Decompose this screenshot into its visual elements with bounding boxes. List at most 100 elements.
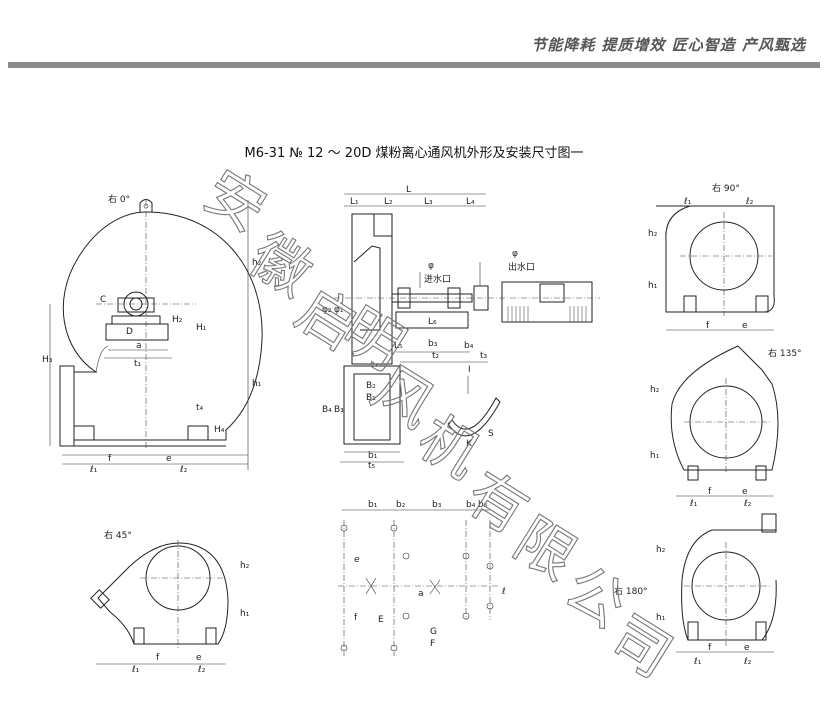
bearing-2 <box>447 287 461 309</box>
dim-f: f <box>108 454 112 464</box>
inlet-label: 进水口 <box>424 273 451 285</box>
f-45: f <box>156 653 160 663</box>
bearing-support <box>395 311 469 329</box>
bearing-base <box>111 315 161 325</box>
fan-foot-right <box>187 425 209 441</box>
h1-90: h₁ <box>648 281 658 291</box>
outlet-180 <box>761 513 777 533</box>
l2-180: ℓ₂ <box>743 657 752 667</box>
view-right-90: 右 90° h₂ h₁ f e ℓ₁ ℓ₂ <box>648 182 775 331</box>
h2-45: h₂ <box>240 561 250 571</box>
dim-b3: b₃ <box>428 339 438 349</box>
dim-h1: h₁ <box>252 379 262 389</box>
dim-B1: B₁ <box>366 393 376 403</box>
view-detail: I K S <box>447 365 501 449</box>
casing-135 <box>670 345 779 471</box>
dim-L2: L₂ <box>384 197 393 207</box>
view-plan: b₁ b₂ b₃ b₄ b₅ e a f ℓ E G F <box>338 500 506 656</box>
watermark-char-0: 安 <box>193 157 278 245</box>
dim-C: C <box>100 295 106 305</box>
l2-45: ℓ₂ <box>197 665 206 675</box>
side-outlet-duct <box>343 365 401 445</box>
bearing-cap <box>117 297 155 313</box>
view-right-45: 右 45° h₂ h₁ f e ℓ₁ ℓ₂ <box>90 529 250 675</box>
plan-G: G <box>430 627 437 637</box>
plan-cross-2b <box>429 579 441 595</box>
dim-L3: L₃ <box>424 197 433 207</box>
dim-L5: L₅ <box>394 341 403 351</box>
detail-K: K <box>466 439 473 449</box>
plan-cross-1b <box>365 577 377 595</box>
detail-blade <box>447 397 501 437</box>
plan-a: a <box>418 589 424 599</box>
plan-b1: b₁ <box>368 500 378 510</box>
l2-135: ℓ₂ <box>743 499 752 509</box>
drawing-title: M6-31 № 12 ～ 20D 煤粉离心通风机外形及安装尺寸图一 <box>244 146 584 161</box>
detail-S: S <box>488 429 494 439</box>
foot-right-45 <box>205 627 217 645</box>
motor-body <box>501 281 593 323</box>
dim-H2: H₂ <box>172 315 183 325</box>
foot-right-135 <box>755 465 767 481</box>
foot-right-90 <box>755 295 769 313</box>
f-180: f <box>708 643 712 653</box>
side-outlet-inner <box>353 373 391 441</box>
dim-t3: t₃ <box>480 351 488 361</box>
casing-180 <box>681 514 777 641</box>
e-180: e <box>744 643 750 653</box>
h1-45: h₁ <box>240 609 250 619</box>
angle-label-135: 右 135° <box>768 347 802 359</box>
view-side: L L₁ L₂ L₃ L₄ φ 进水口 φ <box>322 185 600 471</box>
motor-fins <box>507 306 587 322</box>
header-slogan: 节能降耗 提质增效 匠心智造 产风甄选 <box>531 36 806 54</box>
dim-a-label: a <box>136 341 142 351</box>
plan-f: f <box>354 613 358 623</box>
dim-L: L <box>406 185 411 195</box>
outlet-flange <box>59 365 75 447</box>
view-right-135: 右 135° h₂ h₁ f e ℓ₁ ℓ₂ <box>650 345 802 509</box>
side-outlet-top <box>373 213 393 237</box>
h1-180: h₁ <box>656 613 666 623</box>
e-45: e <box>196 653 202 663</box>
motor-terminal-box <box>539 283 565 303</box>
inlet-phi: φ <box>428 261 434 271</box>
volute-casing <box>62 211 263 441</box>
l1-135: ℓ₁ <box>689 499 698 509</box>
dim-e: e <box>166 454 172 464</box>
e-90: e <box>742 321 748 331</box>
l1-180: ℓ₁ <box>693 657 702 667</box>
l1-90: ℓ₁ <box>683 197 692 207</box>
casing-45 <box>97 542 229 645</box>
dim-t2: t₂ <box>432 351 440 361</box>
detail-I: I <box>468 365 471 375</box>
angle-label-0: 右 0° <box>108 193 130 205</box>
dim-L1: L₁ <box>350 197 359 207</box>
e-135: e <box>742 487 748 497</box>
fan-foot-left <box>73 425 95 441</box>
l1-45: ℓ₁ <box>131 665 140 675</box>
outlet-label: 出水口 <box>508 261 535 273</box>
f-135: f <box>708 487 712 497</box>
dim-L4: L₄ <box>466 197 475 207</box>
angle-label-45: 右 45° <box>104 529 132 541</box>
h2-135: h₂ <box>650 385 660 395</box>
foot-right-180 <box>755 621 767 641</box>
shaft <box>391 293 473 303</box>
h2-90: h₂ <box>648 229 658 239</box>
h2-180: h₂ <box>656 545 666 555</box>
lifting-lug <box>139 199 153 212</box>
plan-b5: b₅ <box>478 500 488 510</box>
dim-b4: b₄ <box>464 341 474 351</box>
dim-b1: b₁ <box>368 451 378 461</box>
dim-l2: ℓ₂ <box>179 465 188 475</box>
foot-left-135 <box>687 465 699 481</box>
dim-t4: t₄ <box>196 403 204 413</box>
plan-b2: b₂ <box>396 500 406 510</box>
f-90: f <box>706 321 710 331</box>
bearing-pedestal <box>105 323 169 341</box>
dim-H3: H₃ <box>42 355 53 365</box>
dim-D: D <box>126 327 133 337</box>
foot-left-180 <box>687 621 699 641</box>
plan-e: e <box>354 555 360 565</box>
